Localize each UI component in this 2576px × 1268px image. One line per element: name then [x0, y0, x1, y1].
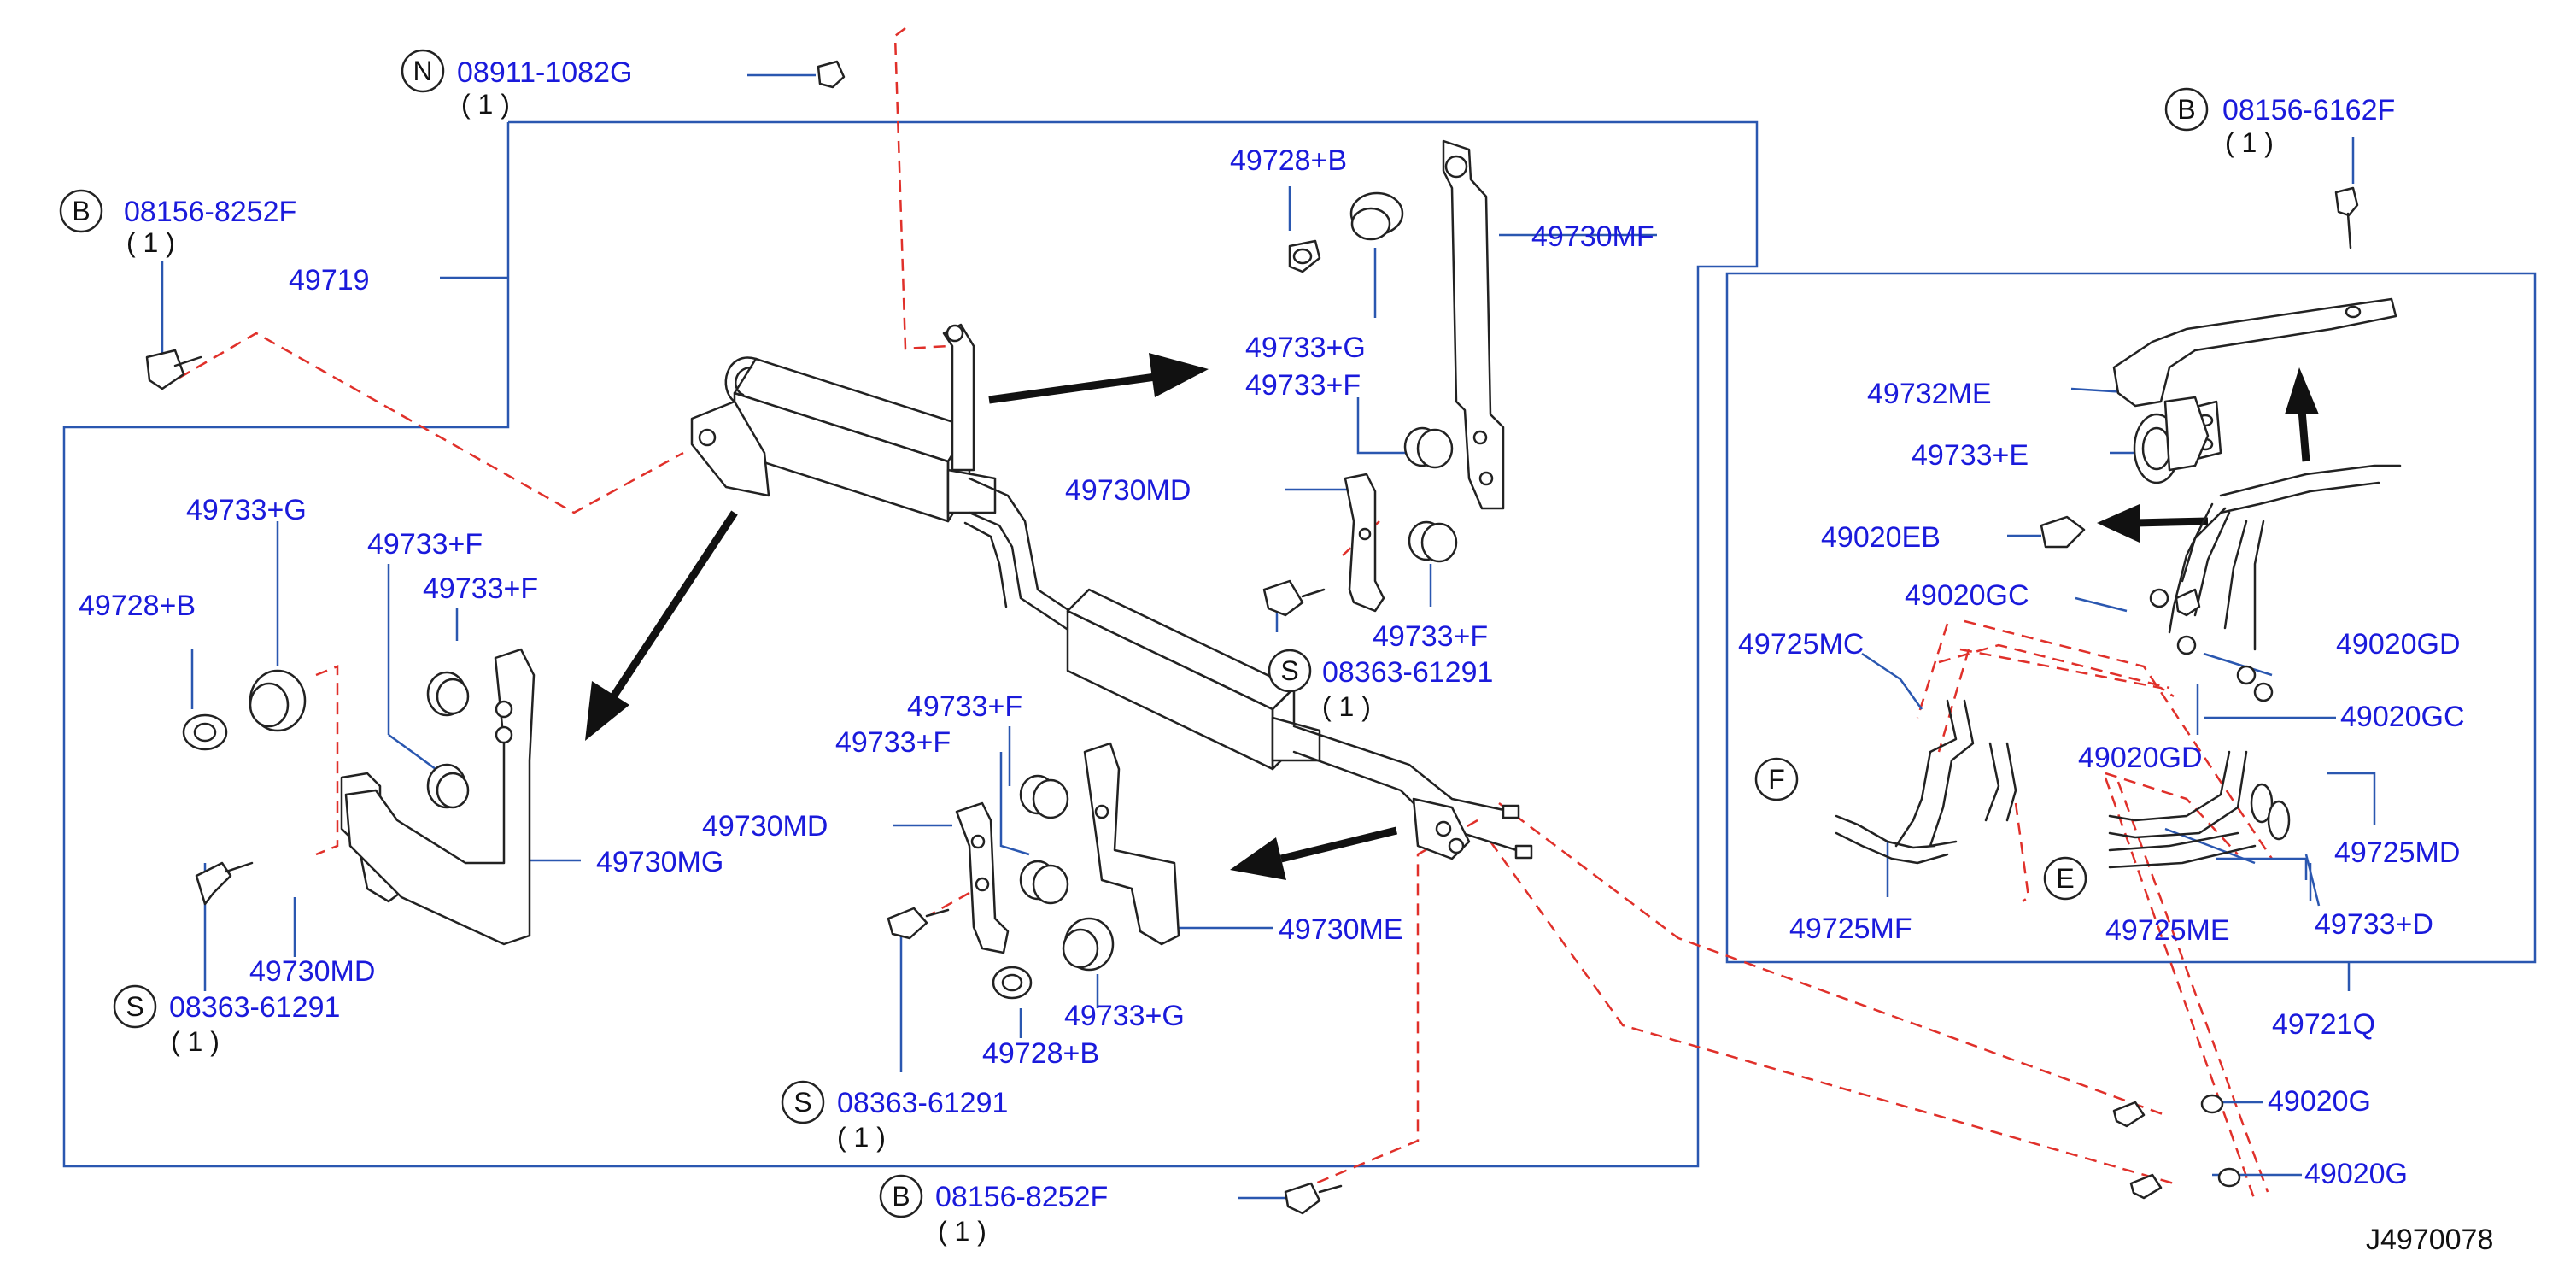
- marker-b-top-left: B: [59, 189, 103, 233]
- quantity-label: ( 1 ): [126, 227, 175, 258]
- marker-s-letter: S: [1280, 655, 1298, 686]
- main-assembly-frame: [62, 120, 1759, 1168]
- label-49730mg: 49730MG: [596, 846, 723, 878]
- label-49728b: 49728+B: [1230, 144, 1347, 177]
- oil-cooler-assembly: [690, 323, 1533, 860]
- label-08363-61291: 08363-61291: [169, 991, 340, 1024]
- marker-s-letter: S: [126, 991, 143, 1022]
- label-49730me: 49730ME: [1279, 913, 1403, 946]
- marker-b-top-right: B: [2164, 87, 2209, 132]
- label-49020gc: 49020GC: [2340, 701, 2465, 733]
- label-49020gd: 49020GD: [2078, 742, 2203, 774]
- part-labels: 08911-1082G ( 1 ) 08156-8252F ( 1 ) 4971…: [79, 56, 2493, 1256]
- label-08156-6162f: 08156-6162F: [2222, 94, 2395, 126]
- quantity-label: ( 1 ): [837, 1122, 886, 1153]
- label-49733f: 49733+F: [367, 528, 483, 561]
- label-49733f: 49733+F: [835, 726, 951, 759]
- marker-b-bottom: B: [879, 1174, 923, 1218]
- hose-assembly-frame: [1725, 272, 2537, 964]
- label-49733e: 49733+E: [1912, 439, 2029, 472]
- reference-code: J4970078: [2366, 1224, 2493, 1256]
- label-49730md: 49730MD: [249, 955, 375, 988]
- label-49728b: 49728+B: [79, 590, 196, 622]
- label-49719: 49719: [289, 264, 370, 296]
- marker-s-left: S: [113, 984, 157, 1029]
- label-49733f: 49733+F: [423, 572, 538, 605]
- label-08156-8252f-bottom: 08156-8252F: [935, 1181, 1108, 1213]
- label-49725mf: 49725MF: [1789, 913, 1912, 945]
- label-49733f: 49733+F: [907, 690, 1022, 723]
- marker-e: E: [2043, 856, 2087, 901]
- label-49725md: 49725MD: [2334, 837, 2460, 869]
- hose-assembly: [1835, 186, 2402, 1200]
- marker-s-mid: S: [781, 1080, 825, 1124]
- label-08156-8252f-top: 08156-8252F: [124, 196, 296, 228]
- left-bracket-group: [145, 349, 536, 946]
- grommets-top: [1262, 191, 1458, 617]
- label-49725mc: 49725MC: [1738, 628, 1864, 660]
- label-49732me: 49732ME: [1867, 378, 1992, 410]
- center-bracket-group: [817, 60, 1343, 1215]
- dashed-guide-lines: [179, 27, 2274, 1201]
- label-49721q: 49721Q: [2272, 1008, 2375, 1041]
- label-49020eb: 49020EB: [1821, 521, 1941, 554]
- label-49733g: 49733+G: [1245, 332, 1366, 364]
- label-49020gc: 49020GC: [1905, 579, 2029, 612]
- label-08363-61291: 08363-61291: [837, 1087, 1008, 1119]
- quantity-label: ( 1 ): [171, 1026, 220, 1057]
- label-08363-61291: 08363-61291: [1322, 656, 1493, 689]
- label-49020g: 49020G: [2268, 1085, 2371, 1118]
- marker-e-letter: E: [2056, 863, 2074, 894]
- label-08911-1082g: 08911-1082G: [457, 56, 632, 89]
- label-49730md: 49730MD: [702, 810, 828, 842]
- reference-markers: N B B B S S S F: [59, 49, 2209, 1218]
- label-49733f: 49733+F: [1373, 620, 1488, 653]
- label-49733g: 49733+G: [186, 494, 307, 526]
- marker-b-letter: B: [892, 1181, 910, 1212]
- label-49730mf: 49730MF: [1531, 220, 1654, 253]
- bracket-49730mf: [1442, 139, 1505, 510]
- label-49730md: 49730MD: [1065, 474, 1191, 507]
- label-49725me: 49725ME: [2105, 914, 2230, 947]
- quantity-label: ( 1 ): [1322, 691, 1371, 722]
- label-49733d: 49733+D: [2315, 908, 2433, 941]
- marker-n: N: [401, 49, 445, 93]
- marker-f: F: [1754, 757, 1799, 801]
- marker-b-letter: B: [2177, 94, 2195, 125]
- leader-lines: [161, 73, 2376, 1200]
- quantity-label: ( 1 ): [938, 1216, 986, 1247]
- direction-arrows: [585, 353, 2319, 880]
- label-49020gd: 49020GD: [2336, 628, 2461, 660]
- marker-n-letter: N: [413, 56, 432, 86]
- label-49020g: 49020G: [2304, 1158, 2408, 1190]
- marker-f-letter: F: [1768, 764, 1785, 795]
- marker-s-right: S: [1268, 649, 1312, 693]
- marker-s-letter: S: [793, 1087, 811, 1118]
- quantity-label: ( 1 ): [461, 89, 510, 120]
- label-49733f: 49733+F: [1245, 369, 1361, 402]
- label-49728b: 49728+B: [982, 1037, 1099, 1070]
- label-49733g: 49733+G: [1064, 1000, 1185, 1032]
- marker-b-letter: B: [72, 196, 90, 226]
- quantity-label: ( 1 ): [2225, 127, 2274, 158]
